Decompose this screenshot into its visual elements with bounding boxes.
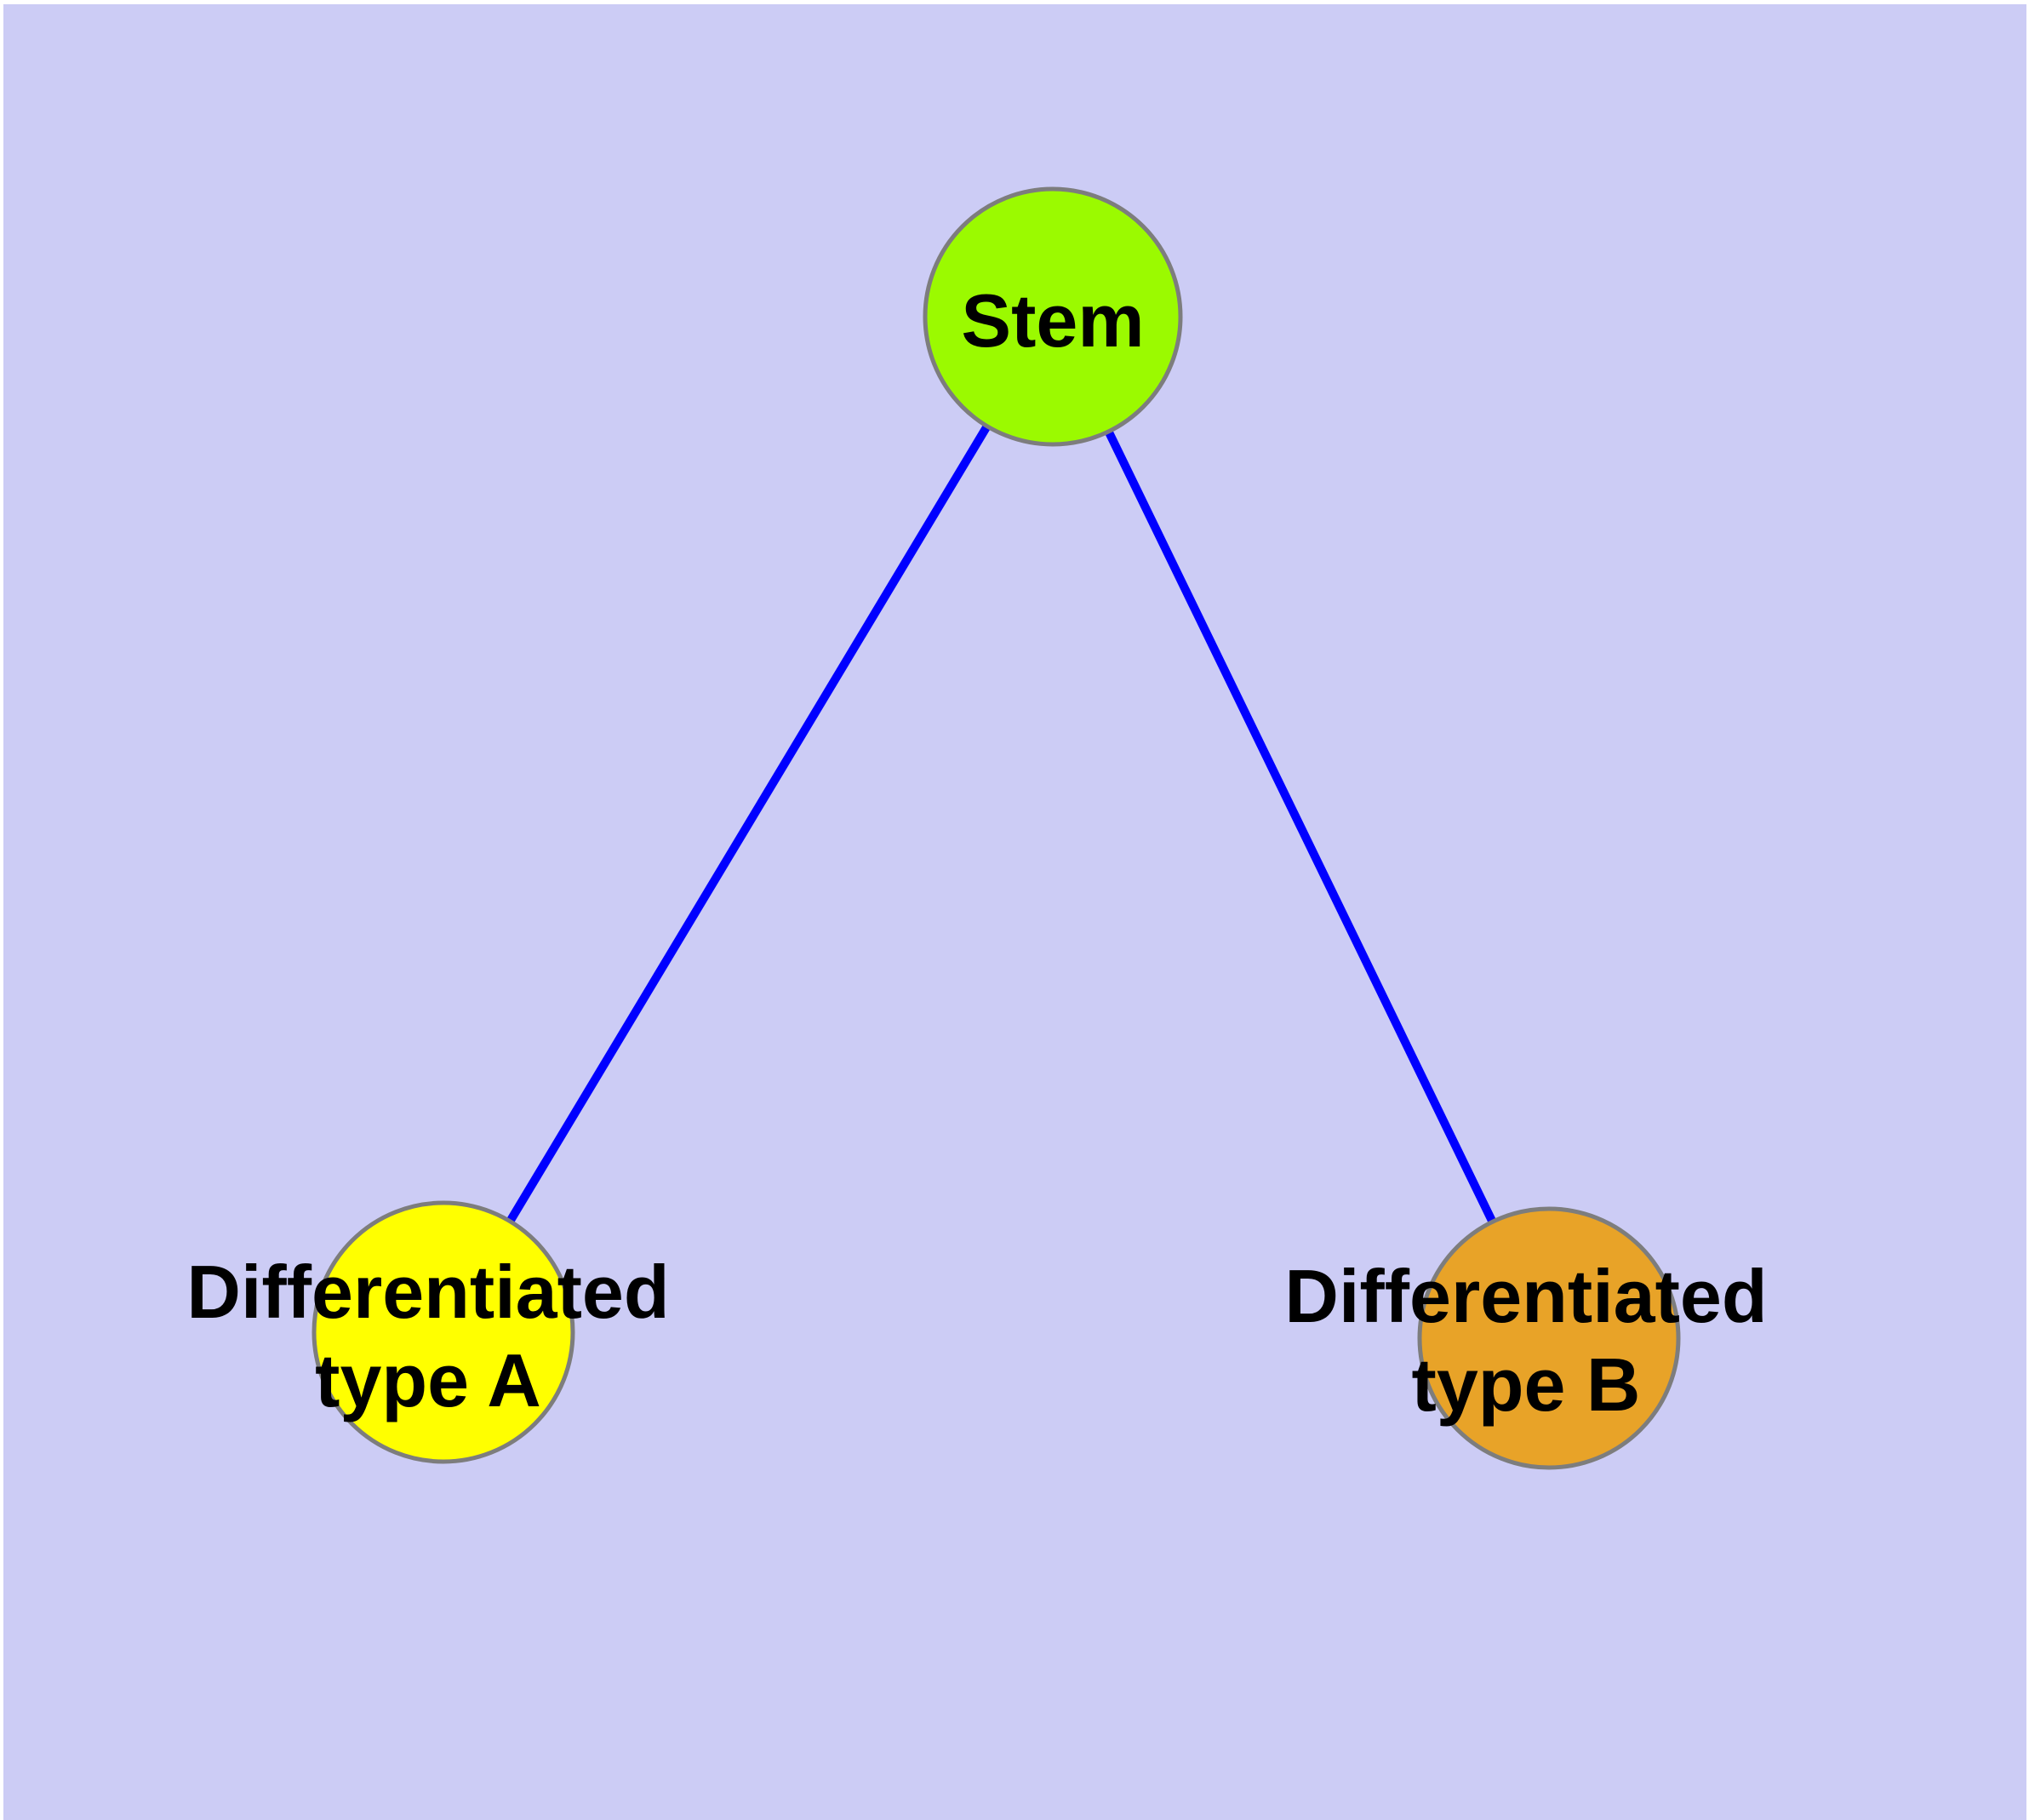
- node-type-a-label-line2: type A: [315, 1338, 541, 1422]
- node-type-b-label-line2: type B: [1412, 1342, 1641, 1427]
- node-differentiated-type-a: [311, 1200, 575, 1464]
- edge-stem-to-type-a: [439, 314, 1057, 1335]
- node-type-b-label-line1: Differentiated: [1284, 1254, 1767, 1338]
- node-type-a-label-line1: Differentiated: [186, 1250, 669, 1334]
- edge-stem-to-type-b: [1049, 314, 1553, 1341]
- node-stem-label: Stem: [961, 278, 1144, 363]
- node-differentiated-type-b: [1417, 1206, 1681, 1470]
- node-stem: [923, 186, 1183, 447]
